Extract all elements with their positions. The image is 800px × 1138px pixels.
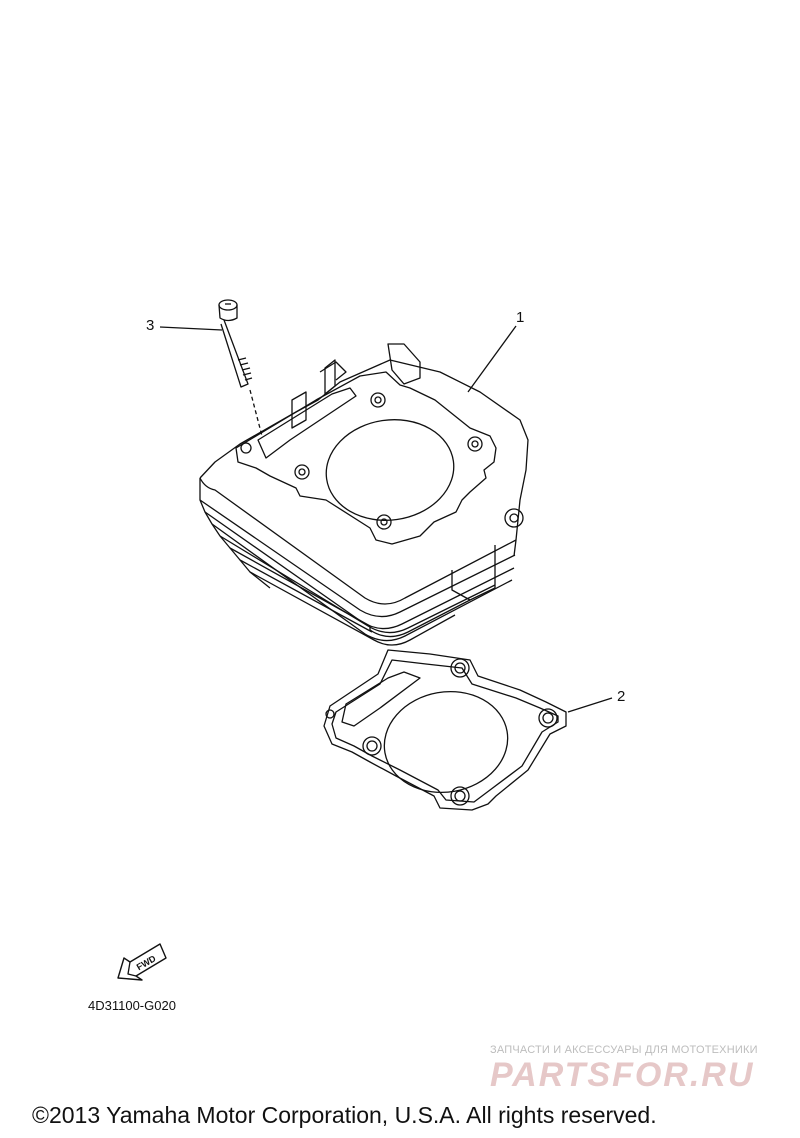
callout-2: 2	[617, 688, 625, 705]
callout-3: 3	[146, 317, 154, 334]
callout-1: 1	[516, 309, 524, 326]
watermark-logo: PARTSFOR.RU	[490, 1056, 755, 1094]
diagram-code: 4D31100-G020	[88, 998, 176, 1013]
fwd-arrow-icon	[117, 943, 167, 981]
leader-line-1	[467, 325, 517, 393]
watermark-tagline: ЗАПЧАСТИ И АКСЕССУАРЫ ДЛЯ МОТОТЕХНИКИ	[490, 1044, 758, 1056]
cylinder-part	[199, 343, 529, 646]
leader-line-2	[567, 697, 613, 713]
gasket-part	[323, 649, 567, 811]
bolt-part	[218, 299, 263, 437]
copyright-notice: ©2013 Yamaha Motor Corporation, U.S.A. A…	[32, 1102, 657, 1128]
leader-line-3	[159, 326, 223, 331]
